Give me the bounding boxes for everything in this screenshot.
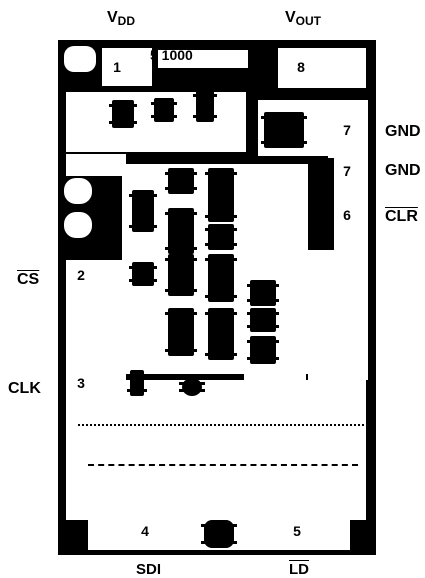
ic-right-1 <box>247 280 279 306</box>
ic-right-2 <box>247 308 279 332</box>
vout-label: VOUT <box>285 9 322 28</box>
ic-center-1 <box>205 168 237 222</box>
cs-label: CS <box>17 271 40 288</box>
ic-left-2 <box>129 262 157 286</box>
ic-left-1 <box>129 190 157 232</box>
trace-top-marking <box>158 50 248 68</box>
pin-pad-2 <box>68 264 94 286</box>
ic-center-4 <box>205 308 237 360</box>
clr-label: CLR <box>385 208 418 225</box>
ic-right-3 <box>247 336 279 364</box>
lower-dark-1 <box>127 370 147 396</box>
trace-left-pins-stub <box>98 340 126 360</box>
pcb-board: 5 1000 1 8 7 7 6 2 3 4 <box>58 40 376 555</box>
pin-pad-3 <box>68 372 94 394</box>
gnd-label-mid: GND <box>385 162 421 179</box>
ic-mid-3 <box>165 254 197 296</box>
clk-label: CLK <box>8 380 41 397</box>
vdd-label: VDD <box>107 9 136 28</box>
lower-dark-2 <box>179 378 205 396</box>
pin-pad-5 <box>284 520 310 542</box>
ic-mid-2 <box>165 208 197 254</box>
trace-lower-band <box>66 380 366 520</box>
trace-left-column <box>66 154 126 176</box>
pin-pad-7b <box>334 160 360 182</box>
pad-round-tl <box>64 46 96 72</box>
pin-pad-8 <box>288 56 314 78</box>
pin-4: 4 <box>141 523 149 539</box>
sdi-label: SDI <box>136 561 162 578</box>
pin-6: 6 <box>343 207 351 223</box>
pin-2: 2 <box>77 267 85 283</box>
dashed-line <box>88 464 358 466</box>
trace-right-mid <box>308 250 368 380</box>
ic-mid-1 <box>165 168 197 194</box>
pad-round-l1 <box>64 178 92 204</box>
gnd-label-top: GND <box>385 123 421 140</box>
pad-round-l2 <box>64 212 92 238</box>
bottom-pad-dark-2 <box>201 520 237 548</box>
ic-mid-4 <box>165 308 197 356</box>
pin-7-top: 7 <box>343 122 351 138</box>
component-marking: 5 1000 <box>150 47 193 63</box>
ic-center-3 <box>205 254 237 302</box>
pin-7-mid: 7 <box>343 163 351 179</box>
ic-center-2 <box>205 224 237 250</box>
pin-pad-4 <box>132 520 158 542</box>
ld-label: LD <box>289 561 309 578</box>
chip-top-3 <box>193 90 217 122</box>
pin-5: 5 <box>293 523 301 539</box>
pin-3: 3 <box>77 375 85 391</box>
pin-pad-1 <box>104 56 130 78</box>
chip-right-upper <box>261 112 307 148</box>
lower-traces-line <box>78 424 368 426</box>
chip-top-2 <box>151 98 177 122</box>
pin-8: 8 <box>297 59 305 75</box>
pin-pad-7a <box>334 120 360 142</box>
pin-pad-6 <box>334 204 360 226</box>
chip-top-1 <box>109 100 137 128</box>
pin-1: 1 <box>113 59 121 75</box>
